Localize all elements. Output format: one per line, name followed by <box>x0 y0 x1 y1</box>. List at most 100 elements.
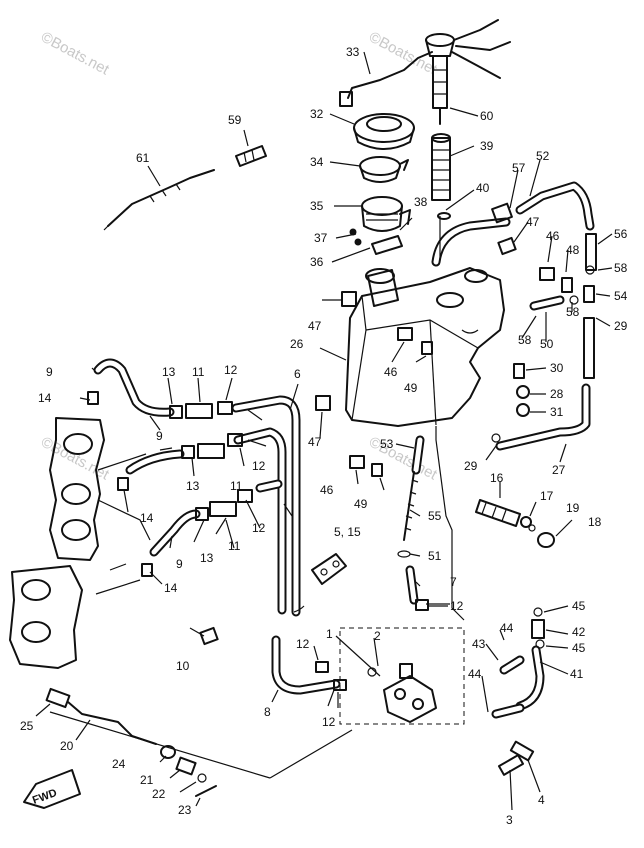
label-5-15: 5, 15 <box>334 525 361 539</box>
label-12-low: 12 <box>252 521 266 535</box>
label-9-top: 9 <box>46 365 53 379</box>
label-27: 27 <box>552 463 566 477</box>
label-19: 19 <box>566 501 580 515</box>
label-42: 42 <box>572 625 586 639</box>
leader-lines <box>35 51 613 811</box>
label-10: 10 <box>176 659 190 673</box>
label-47-lower: 47 <box>308 435 322 449</box>
link-rod-20 <box>67 701 157 745</box>
label-32: 32 <box>310 107 324 121</box>
label-7: 7 <box>450 575 457 589</box>
label-12-mid: 12 <box>252 459 266 473</box>
label-36: 36 <box>310 255 324 269</box>
joint-54 <box>583 285 595 303</box>
filler-neck-35 <box>361 196 411 232</box>
pump-dashed-box <box>339 627 465 725</box>
label-51: 51 <box>428 549 442 563</box>
bolt-14-b <box>117 477 129 491</box>
label-39: 39 <box>480 139 494 153</box>
oil-pump-1 <box>383 663 437 723</box>
watermark-top-left: ©Boats.net <box>38 29 112 79</box>
clip-12-lower-b <box>333 679 347 691</box>
label-45-low: 45 <box>572 641 586 655</box>
hose-53 <box>411 435 425 475</box>
label-55: 55 <box>428 509 442 523</box>
check-valve-row3 <box>195 489 253 521</box>
clip-51 <box>397 550 411 558</box>
label-22: 22 <box>152 787 166 801</box>
check-valve-row1 <box>169 401 233 419</box>
label-21: 21 <box>140 773 154 787</box>
label-16: 16 <box>490 471 504 485</box>
label-13-mid: 13 <box>186 479 200 493</box>
label-34: 34 <box>310 155 324 169</box>
bolt-4 <box>509 740 535 762</box>
label-14-mid: 14 <box>140 511 154 525</box>
label-43: 43 <box>472 637 486 651</box>
label-11-top: 11 <box>192 365 205 379</box>
bracket-36 <box>371 235 403 255</box>
label-49-mid: 49 <box>404 381 418 395</box>
joint-47-top <box>497 236 517 256</box>
label-40: 40 <box>476 181 490 195</box>
bolt-14-a <box>87 391 99 405</box>
hose-56 <box>585 233 597 271</box>
cap-18 <box>537 532 555 548</box>
clip-45 <box>533 607 545 649</box>
label-57: 57 <box>512 161 526 175</box>
label-11-low: 11 <box>228 539 241 553</box>
hose-44 <box>491 703 525 719</box>
clip-29 <box>491 433 501 443</box>
label-18: 18 <box>588 515 602 529</box>
label-48: 48 <box>566 243 580 257</box>
engine-block <box>9 417 105 669</box>
label-8: 8 <box>264 705 271 719</box>
label-49-lower: 49 <box>354 497 368 511</box>
label-6: 6 <box>294 367 301 381</box>
label-31: 31 <box>550 405 564 419</box>
washer-22 <box>197 773 207 783</box>
check-valve-row2 <box>181 433 243 459</box>
joint-57 <box>491 202 513 224</box>
joint-21 <box>175 756 197 776</box>
label-13-top: 13 <box>162 365 176 379</box>
label-26: 26 <box>290 337 304 351</box>
label-61: 61 <box>136 151 150 165</box>
fwd-arrow: FWD <box>23 769 81 809</box>
grommet-40 <box>437 212 451 220</box>
nut-46-center <box>397 327 413 341</box>
bolt-49-center <box>421 341 433 355</box>
label-54: 54 <box>614 289 628 303</box>
label-12-top: 12 <box>224 363 238 377</box>
part-labels: 33 60 32 39 59 61 34 52 57 40 35 38 47 3… <box>20 45 628 827</box>
joint-42 <box>531 619 545 639</box>
clip-12-lower-a <box>315 661 329 673</box>
hose-55 <box>403 471 419 541</box>
clip-12-right <box>415 599 429 611</box>
grommet-59 <box>235 145 267 167</box>
nut-46-lower <box>349 455 365 469</box>
watermark-mid-left: ©Boats.net <box>38 434 112 484</box>
label-47-left: 47 <box>308 319 322 333</box>
oil-injector-61 <box>103 169 215 231</box>
hose-50 <box>529 295 565 311</box>
collar-31 <box>516 403 530 417</box>
label-56: 56 <box>614 227 628 241</box>
label-28: 28 <box>550 387 564 401</box>
label-38: 38 <box>414 195 428 209</box>
label-46-top: 46 <box>546 229 560 243</box>
label-14-low: 14 <box>164 581 178 595</box>
label-12-right: 12 <box>450 599 464 613</box>
float-39 <box>431 133 451 201</box>
label-44-top: 44 <box>500 621 514 635</box>
label-29-top: 29 <box>614 319 628 333</box>
label-29-low: 29 <box>464 459 478 473</box>
label-58-mid: 58 <box>518 333 532 347</box>
label-9-low: 9 <box>176 557 183 571</box>
label-45-top: 45 <box>572 599 586 613</box>
label-4: 4 <box>538 793 545 807</box>
label-37: 37 <box>314 231 328 245</box>
label-24: 24 <box>112 757 126 771</box>
label-9-mid: 9 <box>156 429 163 443</box>
label-12-pump-a: 12 <box>296 637 310 651</box>
